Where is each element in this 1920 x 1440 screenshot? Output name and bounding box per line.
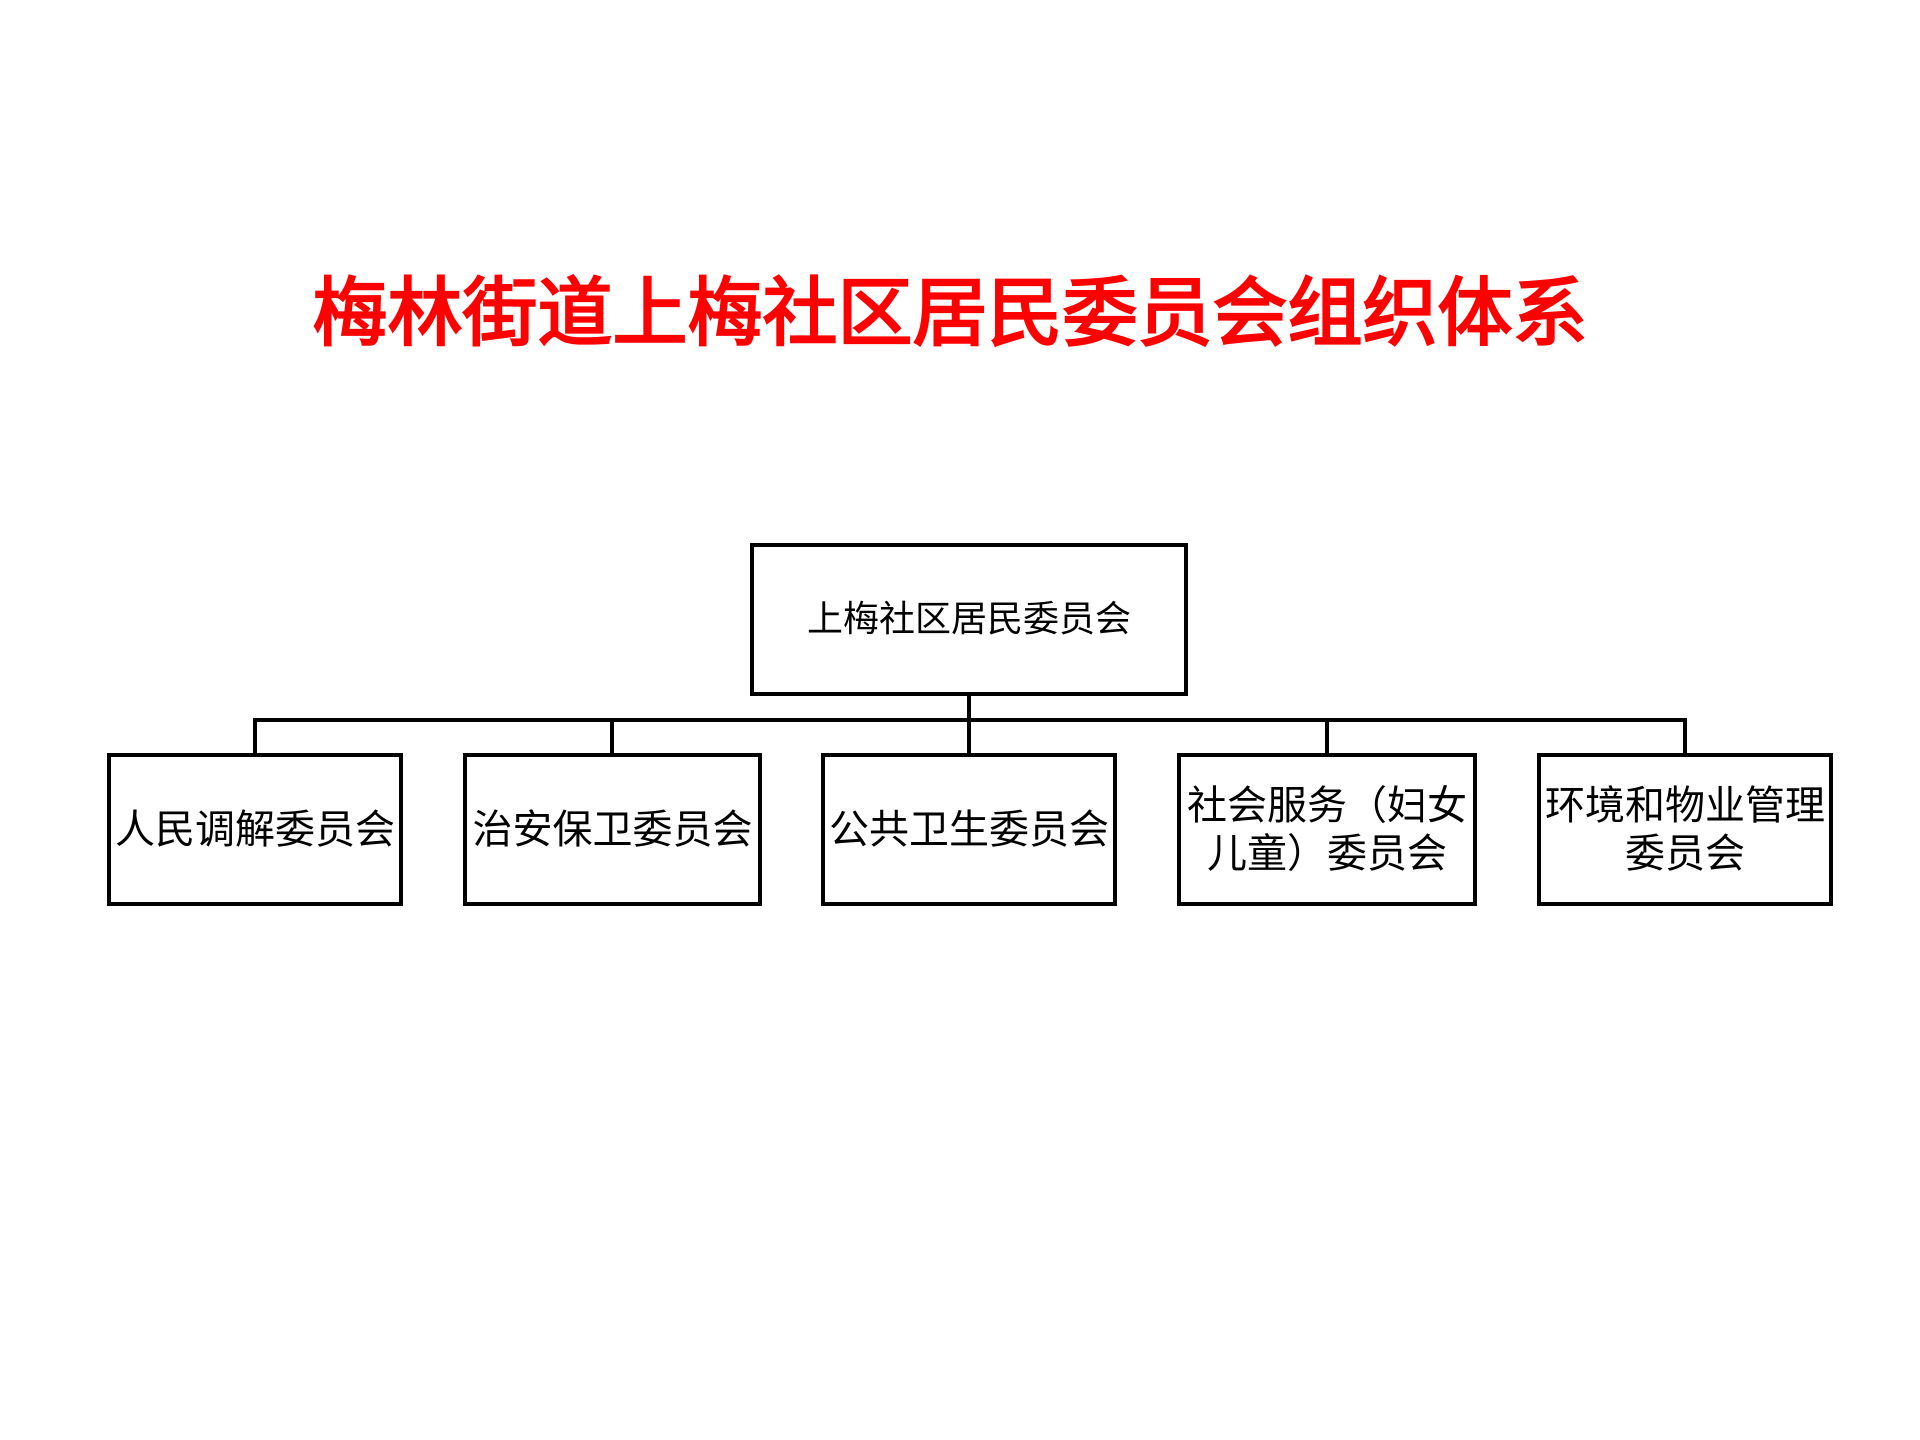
connector-stub-5 <box>1683 718 1687 757</box>
connector-stub-1 <box>253 718 257 757</box>
org-box-public-security: 治安保卫委员会 <box>463 753 762 906</box>
org-box-environment-property-label: 环境和物业管理委员会 <box>1545 782 1825 876</box>
org-box-environment-property: 环境和物业管理委员会 <box>1537 753 1833 906</box>
page-title: 梅林街道上梅社区居民委员会组织体系 <box>312 273 1588 356</box>
connector-stub-2 <box>610 718 614 757</box>
org-box-public-health: 公共卫生委员会 <box>821 753 1117 906</box>
org-box-public-security-label: 治安保卫委员会 <box>472 806 753 852</box>
connector-stub-3 <box>967 718 971 757</box>
connector-stub-4 <box>1325 718 1329 757</box>
org-box-root-label: 上梅社区居民委员会 <box>806 598 1131 639</box>
org-box-root: 上梅社区居民委员会 <box>750 543 1188 696</box>
org-box-social-services: 社会服务（妇女儿童）委员会 <box>1177 753 1477 906</box>
org-box-people-mediation: 人民调解委员会 <box>107 753 403 906</box>
org-box-social-services-label: 社会服务（妇女儿童）委员会 <box>1187 782 1467 876</box>
org-box-public-health-label: 公共卫生委员会 <box>829 806 1109 852</box>
connector-root-stub <box>967 692 971 722</box>
org-box-people-mediation-label: 人民调解委员会 <box>115 806 395 852</box>
